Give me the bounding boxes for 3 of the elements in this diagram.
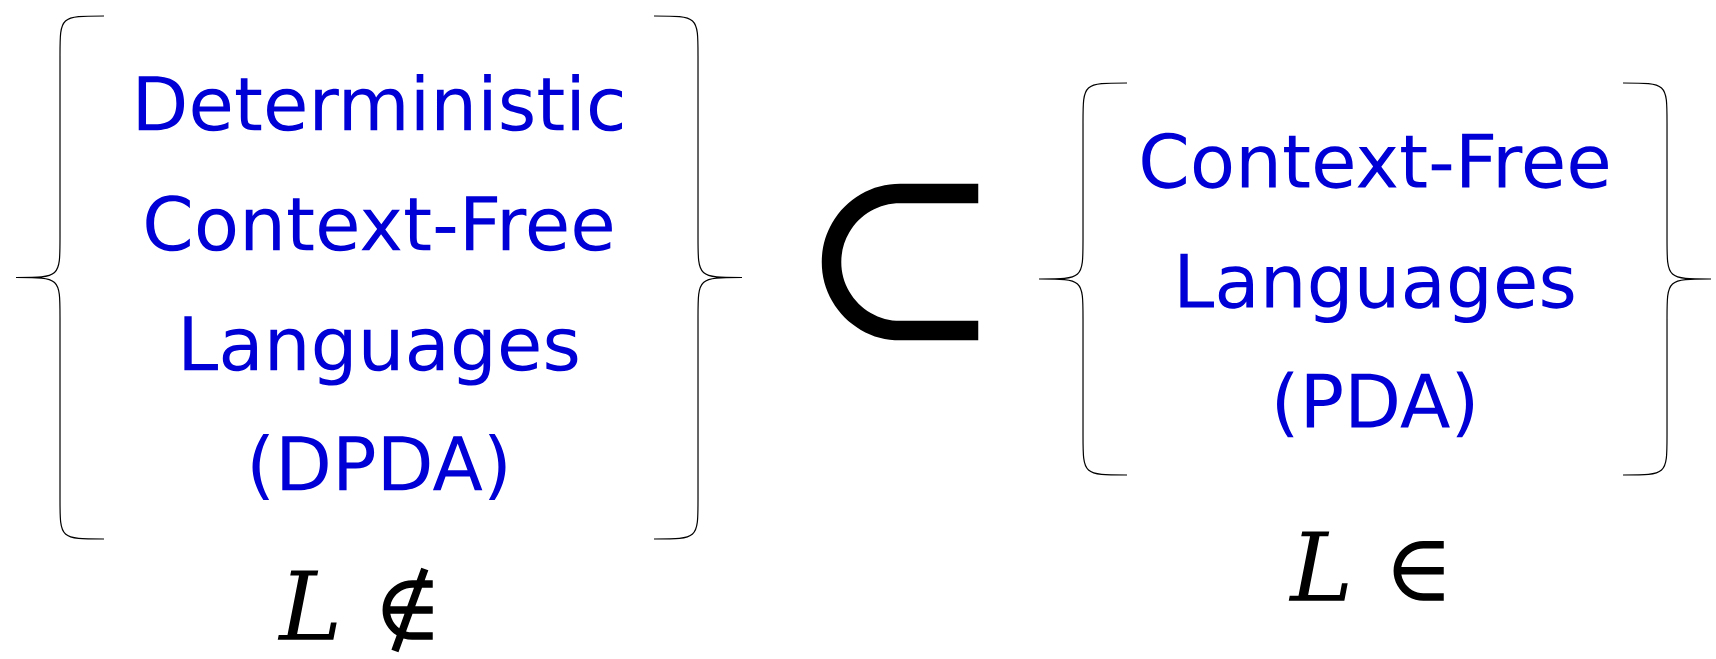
braced-set: Context-Free Languages (PDA) <box>1038 82 1712 476</box>
math-symbol: ⊂ <box>821 183 979 341</box>
braced-set: Deterministic Context-Free Languages (DPDA) <box>15 15 743 540</box>
